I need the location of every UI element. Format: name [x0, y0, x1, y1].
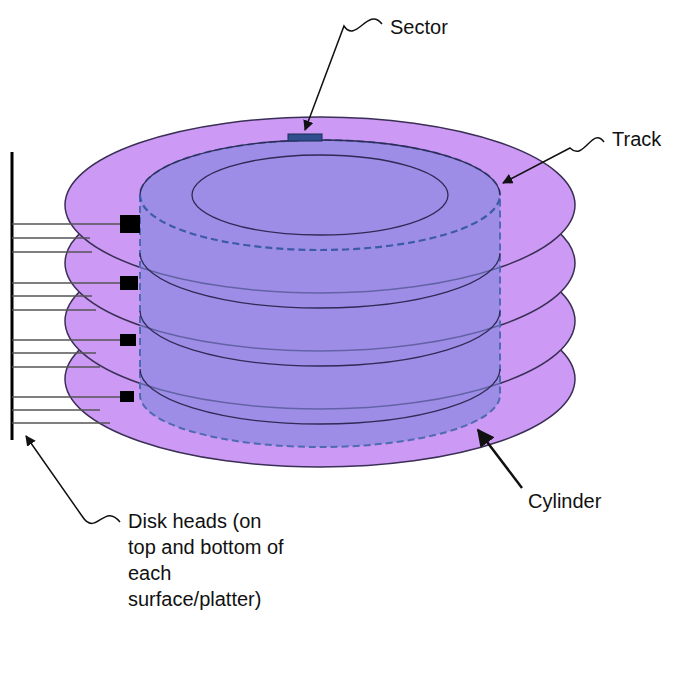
leader-line	[478, 430, 522, 488]
part-label: Disk heads (on top and bottom of each su…	[128, 508, 288, 612]
platters	[65, 117, 575, 467]
track-arc	[140, 311, 500, 366]
leader-line	[26, 436, 120, 523]
cylinder-shape	[140, 140, 500, 447]
heads	[120, 215, 140, 402]
leader-line	[305, 19, 382, 130]
head-assembly	[12, 152, 140, 440]
leader-lines	[26, 19, 604, 523]
track-arc	[140, 253, 500, 308]
leader-line	[503, 138, 604, 183]
part-label: Cylinder	[528, 488, 601, 514]
track-arc	[140, 369, 500, 424]
part-label: Track	[612, 126, 661, 152]
head-arms	[12, 224, 124, 423]
part-label: Sector	[390, 14, 448, 40]
inner-track	[192, 155, 448, 235]
track-arcs	[140, 253, 500, 424]
sector-mark	[288, 134, 322, 141]
